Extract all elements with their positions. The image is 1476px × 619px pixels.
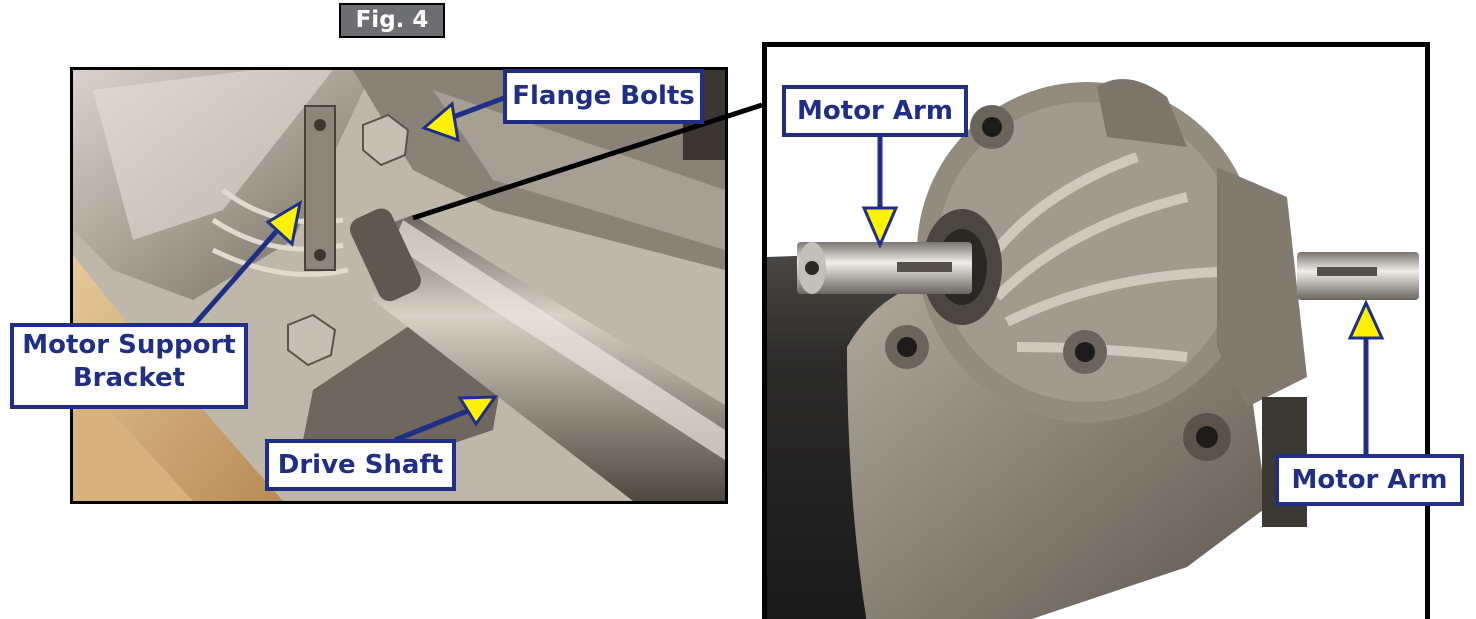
motor-arm-left-callout: Motor Arm: [782, 85, 968, 137]
motor-closeup-illustration: [767, 47, 1425, 619]
drive-shaft-callout: Drive Shaft: [265, 439, 456, 491]
motor-support-bracket-callout: Motor Support Bracket: [10, 323, 248, 409]
motor-mount-illustration: [73, 70, 725, 501]
figure-label: Fig. 4: [339, 3, 445, 38]
motor-closeup-photo: [762, 42, 1430, 619]
flange-bolts-callout: Flange Bolts: [503, 69, 704, 124]
motor-arm-right-callout: Motor Arm: [1275, 454, 1464, 506]
